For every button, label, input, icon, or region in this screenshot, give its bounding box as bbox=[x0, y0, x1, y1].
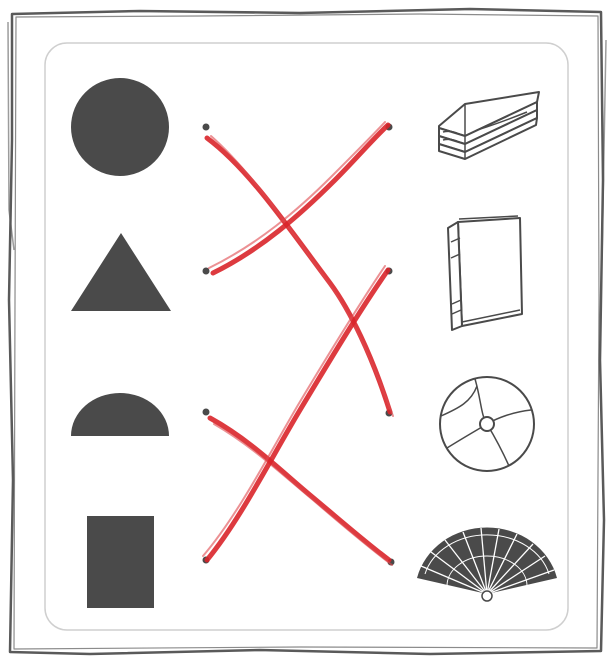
circle-shape[interactable] bbox=[71, 78, 169, 176]
book-icon[interactable] bbox=[448, 216, 522, 330]
beach-ball-icon[interactable] bbox=[440, 377, 534, 471]
left-dot-1[interactable] bbox=[203, 124, 210, 131]
rectangle-shape[interactable] bbox=[87, 516, 154, 608]
left-dot-3[interactable] bbox=[203, 409, 210, 416]
